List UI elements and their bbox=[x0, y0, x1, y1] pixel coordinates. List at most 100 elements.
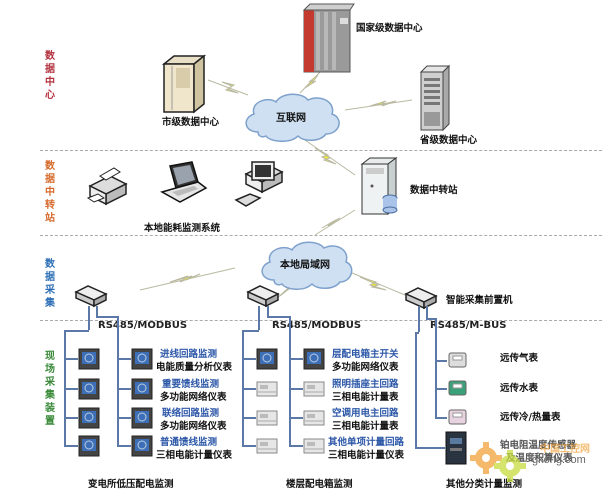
watermark-overlay: 中国工控网 bbox=[540, 444, 590, 455]
divider-1 bbox=[40, 150, 602, 151]
link-lan-right-gateway bbox=[344, 269, 406, 296]
floor-title: 楼层配电箱监测 bbox=[286, 479, 353, 490]
link-province-internet bbox=[344, 99, 413, 111]
zone-label-relay-station: 数据中转站 bbox=[45, 161, 55, 224]
divider-2 bbox=[40, 235, 602, 236]
lan-label: 本地局域网 bbox=[280, 260, 330, 271]
wire bbox=[289, 417, 303, 419]
floor-item-meter: 三相电能计量表 bbox=[332, 392, 399, 403]
province-data-center-label: 省级数据中心 bbox=[420, 135, 478, 146]
divider-3 bbox=[40, 320, 602, 321]
wire bbox=[96, 306, 98, 316]
other-item-name: 远传气表 bbox=[500, 353, 539, 364]
wire bbox=[64, 445, 78, 447]
wire bbox=[117, 358, 131, 360]
wire bbox=[64, 330, 89, 332]
city-data-center-label: 市级数据中心 bbox=[162, 117, 220, 128]
wire bbox=[117, 388, 131, 390]
front-end-label: 智能采集前置机 bbox=[446, 295, 513, 306]
panel-meter-icon bbox=[131, 407, 153, 429]
wire bbox=[258, 306, 260, 330]
floor-item-name: 其他单项计量回路 bbox=[328, 437, 405, 448]
wire bbox=[267, 306, 269, 316]
panel-meter-icon bbox=[78, 378, 100, 400]
din-meter-icon bbox=[303, 381, 325, 397]
panel-meter-icon bbox=[256, 348, 278, 370]
other-item-name: 远传冷/热量表 bbox=[500, 412, 561, 423]
watermark-gear-icon bbox=[470, 442, 526, 482]
wire bbox=[426, 318, 436, 320]
wire bbox=[117, 316, 119, 446]
printer-icon bbox=[86, 167, 128, 206]
other-item-name: 远传水表 bbox=[500, 383, 539, 394]
panel-meter-icon bbox=[78, 435, 100, 457]
substation-item-name: 重要馈线监测 bbox=[162, 379, 220, 390]
internet-label: 互联网 bbox=[276, 113, 306, 124]
link-lan-left-gateway bbox=[139, 267, 236, 291]
province-data-center-icon bbox=[419, 64, 451, 132]
substation-item-name: 进线回路监测 bbox=[160, 349, 218, 360]
remote-meter-icon bbox=[448, 352, 467, 368]
left-bus-label: RS485/MODBUS bbox=[98, 320, 188, 331]
other-item-name: 及温度积算仪表 bbox=[506, 453, 573, 464]
link-relay-lan bbox=[314, 209, 356, 236]
wire bbox=[289, 358, 303, 360]
wire bbox=[435, 360, 447, 362]
wire bbox=[415, 332, 419, 334]
middle-bus-label: RS485/MODBUS bbox=[272, 320, 362, 331]
substation-item-name: 联络回路监测 bbox=[162, 408, 220, 419]
relay-station-label: 数据中转站 bbox=[410, 185, 458, 196]
internet-cloud-icon[interactable] bbox=[240, 90, 344, 144]
wire bbox=[117, 417, 131, 419]
floor-item-name: 空调用电主回路 bbox=[332, 408, 399, 419]
wire bbox=[267, 316, 290, 318]
panel-meter-icon bbox=[78, 407, 100, 429]
remote-meter-icon bbox=[448, 380, 467, 396]
floor-item-meter: 三相电能计量表 bbox=[332, 421, 399, 432]
wire bbox=[418, 306, 420, 332]
panel-meter-icon bbox=[131, 348, 153, 370]
din-meter-icon bbox=[303, 410, 325, 426]
wire bbox=[435, 417, 447, 419]
zone-label-data-collection: 数据采集 bbox=[45, 259, 55, 309]
other-title: 其他分类计量监测 bbox=[446, 479, 523, 490]
link-national-internet bbox=[299, 69, 323, 94]
middle-gateway-icon bbox=[246, 285, 280, 308]
din-meter-icon bbox=[256, 381, 278, 397]
wire bbox=[242, 330, 259, 332]
watermark-text: gkong.com bbox=[532, 454, 586, 466]
wire bbox=[64, 388, 78, 390]
wire bbox=[64, 358, 78, 360]
din-meter-icon bbox=[256, 438, 278, 454]
right-bus-label: RS485/M-BUS bbox=[430, 320, 507, 331]
din-meter-icon bbox=[256, 410, 278, 426]
floor-item-name: 照明插座主回路 bbox=[332, 379, 399, 390]
wire bbox=[117, 445, 131, 447]
wire bbox=[435, 388, 447, 390]
panel-meter-icon bbox=[131, 378, 153, 400]
temperature-integrator-icon bbox=[445, 431, 467, 465]
zone-label-field-devices: 现场采集装置 bbox=[45, 351, 55, 427]
zone-label-data-center: 数据中心 bbox=[45, 51, 55, 101]
local-system-label: 本地能耗监测系统 bbox=[144, 223, 221, 234]
wire bbox=[242, 417, 256, 419]
substation-item-meter: 多功能网络仪表 bbox=[160, 421, 227, 432]
lan-cloud-icon[interactable] bbox=[256, 240, 354, 290]
wire bbox=[242, 358, 256, 360]
wire bbox=[415, 332, 417, 448]
wire bbox=[289, 316, 291, 446]
link-city-internet bbox=[207, 79, 249, 96]
substation-item-meter: 三相电能计量仪表 bbox=[156, 450, 233, 461]
city-data-center-icon bbox=[161, 54, 207, 114]
wire bbox=[242, 445, 256, 447]
relay-server-icon bbox=[360, 157, 398, 215]
wire bbox=[64, 417, 78, 419]
left-gateway-icon bbox=[74, 285, 108, 308]
substation-title: 变电所低压配电监测 bbox=[88, 479, 174, 490]
panel-meter-icon bbox=[131, 435, 153, 457]
substation-item-meter: 电能质量分析仪表 bbox=[156, 362, 233, 373]
national-data-center-label: 国家级数据中心 bbox=[356, 23, 423, 34]
laptop-icon bbox=[160, 161, 208, 203]
wire bbox=[289, 388, 303, 390]
floor-item-name: 层配电箱主开关 bbox=[332, 349, 399, 360]
